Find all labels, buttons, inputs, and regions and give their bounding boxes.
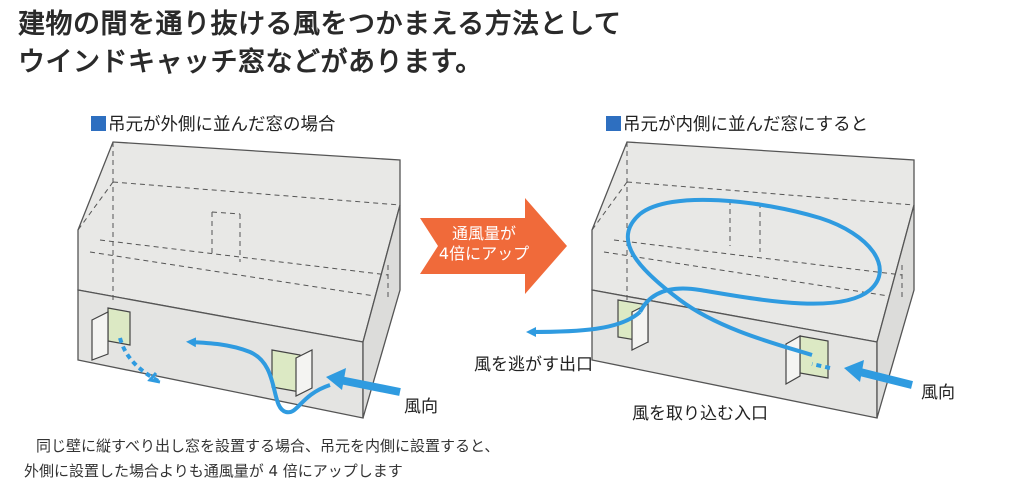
caption-line-2: 外側に設置した場合よりも通風量が 4 倍にアップします [24,462,403,480]
right-panel-title: 吊元が内側に並んだ窓にすると [606,114,868,136]
right-panel-title-text: 吊元が内側に並んだ窓にすると [623,115,869,135]
headline-line-2: ウインドキャッチ窓などがあります。 [18,47,483,78]
left-airflow [118,337,401,415]
center-arrow-label: 通風量が 4倍にアップ [428,224,540,264]
caption-line-1: 同じ壁に縦すべり出し窓を設置する場合、吊元を内側に設置すると、 [36,437,500,455]
center-arrow-line-2: 4倍にアップ [438,244,530,263]
headline: 建物の間を通り抜ける風をつかまえる方法として ウインドキャッチ窓などがあります。 [18,6,621,82]
left-panel-title-text: 吊元が外側に並んだ窓の場合 [108,115,336,135]
blue-square-icon [606,116,621,131]
right-airflow [526,197,913,389]
left-wind-direction-label: 風向 [404,397,438,417]
left-panel-title: 吊元が外側に並んだ窓の場合 [91,114,336,136]
exit-label: 風を逃がす出口 [474,355,593,375]
blue-square-icon [91,116,106,131]
center-arrow-shape [420,198,567,294]
center-arrow-line-1: 通風量が [451,224,516,243]
right-building [591,141,915,419]
right-wind-direction-label: 風向 [921,383,955,403]
entry-label: 風を取り込む入口 [632,404,768,424]
left-building [77,141,401,419]
caption: 同じ壁に縦すべり出し窓を設置する場合、吊元を内側に設置すると、 外側に設置した場… [24,434,499,484]
headline-line-1: 建物の間を通り抜ける風をつかまえる方法として [18,9,622,40]
